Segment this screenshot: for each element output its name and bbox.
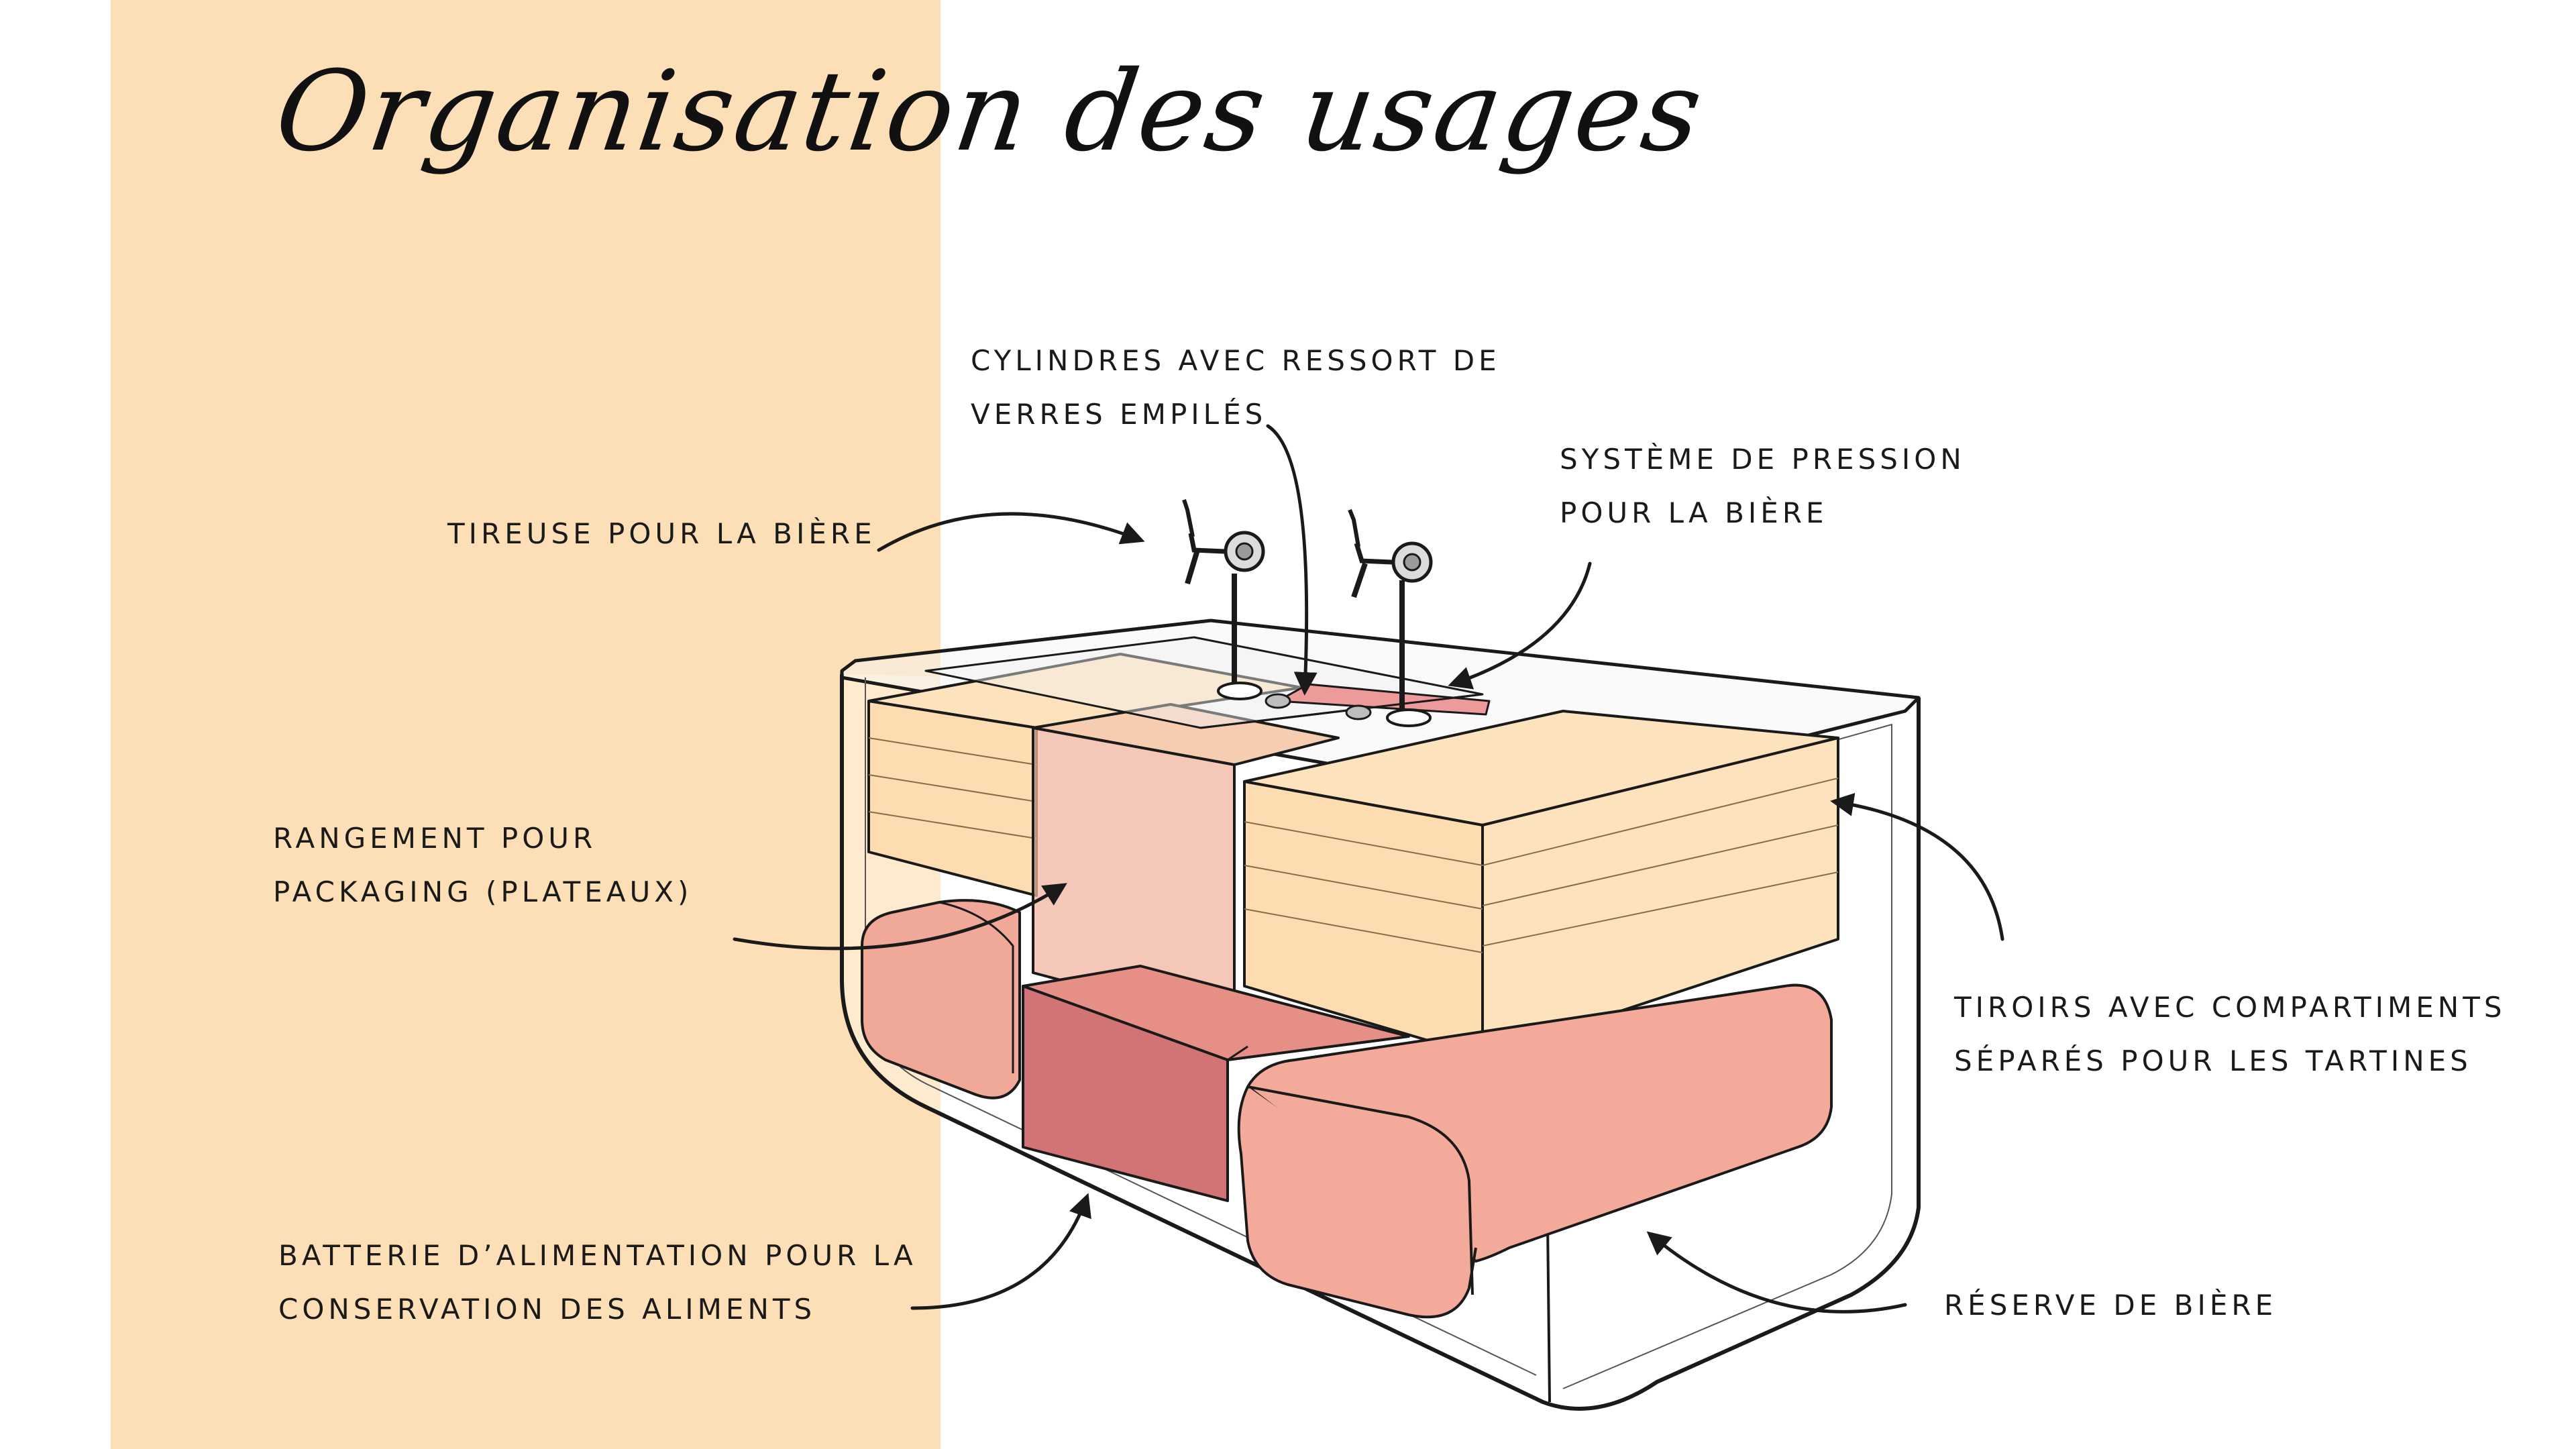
- arrow-reserve: [1646, 1231, 1907, 1313]
- left-drawer-block: [867, 653, 1303, 897]
- peach-background-band: [111, 0, 941, 1449]
- arrow-tireuse: [877, 512, 1145, 552]
- annotation-arrows: [733, 424, 2004, 1313]
- counter-top: [924, 636, 1491, 729]
- arrow-batterie: [910, 1193, 1091, 1310]
- label-pression: SYSTÈME DE PRESSION POUR LA BIÈRE: [1560, 443, 1966, 529]
- label-rangement: RANGEMENT POUR PACKAGING (PLATEAUX): [273, 822, 693, 908]
- arrow-tiroirs: [1830, 793, 2004, 941]
- battery-pack: [861, 899, 1021, 1099]
- arrow-rangement: [733, 883, 1067, 951]
- beer-reserve: [1237, 983, 1833, 1319]
- label-cylindres: CYLINDRES AVEC RESSORT DE VERRES EMPILÉS: [971, 344, 1501, 431]
- arrow-pression: [1448, 561, 1592, 690]
- beer-tap-right: [1348, 508, 1433, 727]
- right-drawer-block: [1243, 710, 1839, 1058]
- label-reserve: RÉSERVE DE BIÈRE: [1944, 1289, 2277, 1322]
- arrow-cylindres: [1266, 424, 1318, 696]
- center-storage-block: [1022, 965, 1410, 1202]
- beer-tap-left: [1182, 499, 1265, 700]
- glass-cylinders: [1265, 693, 1372, 720]
- label-tireuse: TIREUSE POUR LA BIÈRE: [447, 517, 876, 550]
- label-batterie: BATTERIE D’ALIMENTATION POUR LA CONSERVA…: [278, 1239, 917, 1326]
- packaging-rack: [1032, 703, 1340, 1028]
- label-tiroirs: TIROIRS AVEC COMPARTIMENTS SÉPARÉS POUR …: [1954, 991, 2506, 1077]
